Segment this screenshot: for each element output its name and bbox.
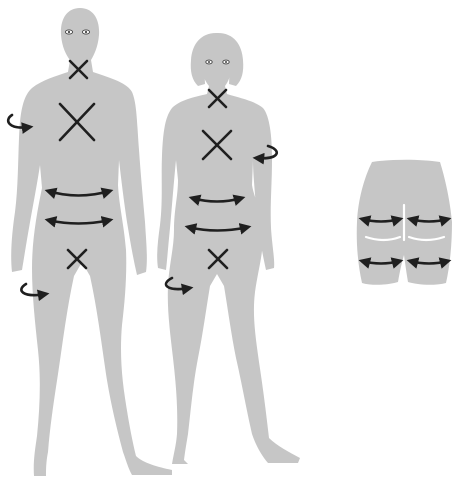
female-figure [157, 33, 300, 464]
female-silhouette [157, 42, 300, 464]
male-silhouette [11, 8, 172, 476]
male-figure [8, 8, 172, 476]
buttocks-detail [357, 160, 452, 285]
